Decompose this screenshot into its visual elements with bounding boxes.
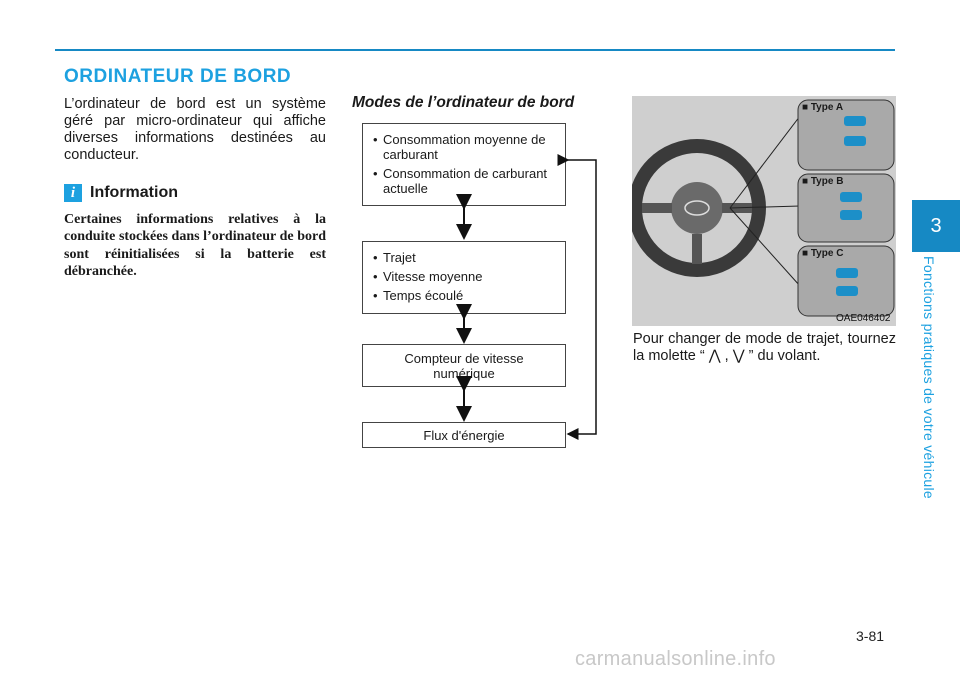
mode-item: Flux d'énergie bbox=[423, 427, 505, 443]
watermark: carmanualsonline.info bbox=[575, 648, 776, 670]
flow-arrows bbox=[456, 154, 597, 440]
info-title: Information bbox=[90, 184, 178, 201]
info-body: Certaines informations relatives à la co… bbox=[64, 212, 326, 280]
header-rule bbox=[55, 49, 895, 51]
mode-item: Compteur de vitesse numérique bbox=[404, 350, 524, 381]
chapter-tab: 3 bbox=[912, 200, 960, 252]
mode-item: Consommation de carburant actuelle bbox=[373, 166, 565, 196]
mode-item: Temps écoulé bbox=[373, 288, 565, 303]
type-b-label: ■ Type B bbox=[802, 176, 844, 187]
chapter-title: Fonctions pratiques de votre véhicule bbox=[921, 256, 937, 500]
type-c-label: ■ Type C bbox=[802, 248, 844, 259]
type-a-label: ■ Type A bbox=[802, 102, 844, 113]
mode-box-trip: Trajet Vitesse moyenne Temps écoulé bbox=[362, 241, 566, 314]
return-arrow bbox=[557, 154, 597, 440]
mode-item: Consommation moyenne de carburant bbox=[373, 132, 565, 162]
figure-code: OAE046402 bbox=[836, 313, 891, 324]
steering-wheel-figure: ■ Type A ■ Type B ■ Type C bbox=[628, 96, 896, 326]
instruction-paragraph: Pour changer de mode de trajet, tournez … bbox=[633, 331, 896, 364]
info-icon: i bbox=[64, 184, 82, 202]
mode-item: Vitesse moyenne bbox=[373, 269, 565, 284]
intro-paragraph: L’ordinateur de bord est un système géré… bbox=[64, 96, 326, 163]
info-heading: i Information bbox=[64, 184, 178, 202]
section-title: ORDINATEUR DE BORD bbox=[64, 66, 292, 87]
steering-wheel-illustration bbox=[628, 96, 896, 326]
mode-item: Trajet bbox=[373, 250, 565, 265]
mode-box-energy-flow: Flux d'énergie bbox=[362, 422, 566, 448]
mode-box-consumption: Consommation moyenne de carburant Consom… bbox=[362, 123, 566, 206]
page-number: 3-81 bbox=[856, 628, 885, 644]
modes-title: Modes de l’ordinateur de bord bbox=[352, 94, 575, 111]
